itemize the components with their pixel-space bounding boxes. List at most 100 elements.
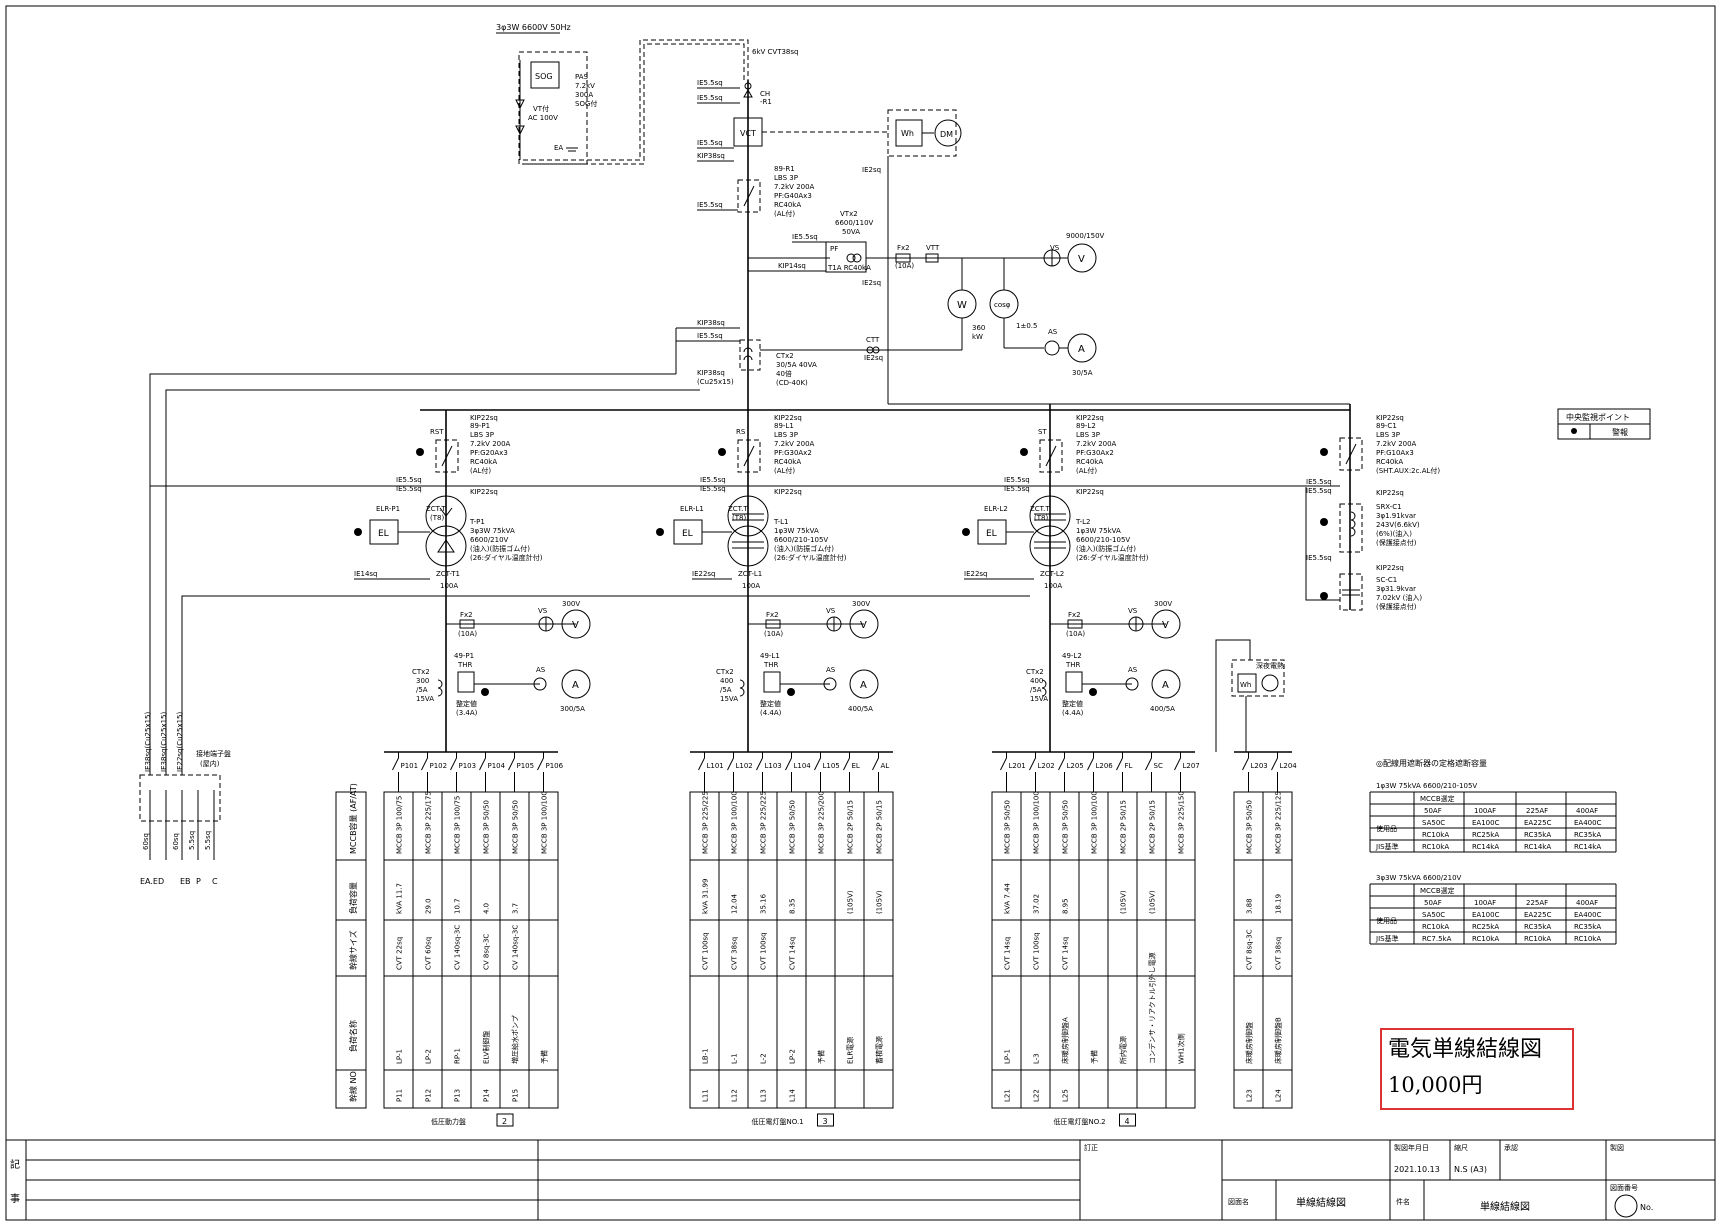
breaker-contact (1174, 757, 1181, 771)
source-title: 3φ3W 6600V 50Hz (496, 23, 571, 32)
cell-mccb: MCCB 3P 50/50 (512, 800, 520, 854)
bt-capacity: RC35kA (1524, 923, 1551, 931)
bt-af: 225AF (1526, 807, 1548, 815)
table-header-column: MCCB容量 (AF/AT) 負荷容量 幹線サイズ 負荷名称 幹線 NO. (335, 783, 367, 1109)
svg-text:P: P (196, 877, 201, 886)
cell-kva: (105V) (1120, 890, 1128, 914)
svg-text:V: V (572, 620, 579, 631)
cell-name: LP-1 (396, 1049, 404, 1064)
svg-text:400: 400 (720, 677, 733, 685)
breaker-contact (1116, 757, 1123, 771)
svg-text:100A: 100A (1044, 582, 1062, 590)
svg-text:(4.4A): (4.4A) (760, 709, 782, 717)
svg-text:VT付: VT付 (533, 104, 549, 113)
svg-text:IE2sq: IE2sq (862, 279, 881, 287)
bt-model: EA400C (1574, 819, 1602, 827)
cell-kva: kVA 31.99 (702, 879, 710, 914)
cell-size: CV 140sq-3C (454, 925, 462, 970)
svg-text:警報: 警報 (1612, 427, 1628, 437)
svg-text:KIP22sq: KIP22sq (774, 488, 802, 496)
wh-meter: Wh (901, 129, 914, 138)
svg-text:(T8): (T8) (732, 514, 746, 522)
bt-af: 50AF (1424, 899, 1442, 907)
svg-text:400/5A: 400/5A (848, 705, 873, 713)
cell-kva: 3.7 (512, 903, 520, 914)
svg-text:IE5.5sq: IE5.5sq (697, 139, 723, 147)
vt-unit (825, 241, 867, 273)
svg-text:(屋内): (屋内) (200, 759, 220, 768)
svg-text:243V(6.6kV): 243V(6.6kV) (1376, 521, 1420, 529)
svg-text:15VA: 15VA (1030, 695, 1048, 703)
svg-text:件名: 件名 (1396, 1197, 1410, 1206)
svg-text:T1A RC40kA: T1A RC40kA (827, 264, 871, 272)
cell-kva: 12.04 (731, 893, 739, 914)
svg-text:記: 記 (10, 1158, 20, 1171)
breaker-contact (421, 757, 428, 771)
svg-text:中央監視ポイント: 中央監視ポイント (1566, 412, 1630, 422)
svg-text:PF:G20Ax3: PF:G20Ax3 (470, 449, 508, 457)
svg-text:A: A (1078, 344, 1085, 355)
svg-text:7.2kV 200A: 7.2kV 200A (1376, 440, 1417, 448)
bank-3-thr (1065, 671, 1083, 693)
cell-mccb: MCCB 2P 50/15 (847, 800, 855, 854)
svg-text:LBS 3P: LBS 3P (1376, 431, 1400, 439)
branch-label: L205 (1067, 762, 1084, 770)
svg-text:IE38sq(Cu25x15): IE38sq(Cu25x15) (160, 712, 168, 772)
cell-name: L-3 (1033, 1053, 1041, 1064)
svg-text:KIP22sq: KIP22sq (1076, 414, 1104, 422)
bank-1-transformer-secondary (425, 525, 467, 567)
bt-af: 100AF (1474, 807, 1496, 815)
breaker-contact (537, 757, 544, 771)
svg-text:IE5.5sq: IE5.5sq (396, 485, 422, 493)
svg-text:300V: 300V (562, 600, 580, 608)
svg-text:訂正: 訂正 (1084, 1143, 1098, 1152)
svg-text:100A: 100A (742, 582, 760, 590)
svg-text:CTx2: CTx2 (412, 668, 430, 676)
svg-text:60sq: 60sq (142, 833, 150, 850)
svg-text:VS: VS (826, 607, 836, 615)
svg-text:1φ3W 75kVA: 1φ3W 75kVA (1076, 527, 1121, 535)
bt-jis: RC10kA (1472, 935, 1499, 943)
cell-no: P13 (454, 1089, 462, 1102)
cell-size: CVT 100sq (1033, 932, 1041, 970)
bt-af: 225AF (1526, 899, 1548, 907)
svg-text:LBS 3P: LBS 3P (774, 431, 798, 439)
panel-title: 低圧動力盤 (431, 1117, 466, 1126)
svg-text:(26:ダイヤル温度計付): (26:ダイヤル温度計付) (774, 553, 847, 562)
svg-text:89-P1: 89-P1 (470, 422, 490, 430)
cell-size: CVT 60sq (425, 937, 433, 970)
svg-text:300/5A: 300/5A (560, 705, 585, 713)
svg-text:AS: AS (536, 666, 546, 674)
svg-text:V: V (860, 620, 867, 631)
svg-text:Fx2: Fx2 (1068, 611, 1081, 619)
bt-jis: RC7.5kA (1422, 935, 1452, 943)
sog-label: SOG (535, 72, 553, 81)
svg-text:EL: EL (682, 529, 693, 539)
svg-text:360: 360 (972, 324, 985, 332)
svg-text:V: V (1162, 620, 1169, 631)
svg-text:PF:G30Ax2: PF:G30Ax2 (1076, 449, 1114, 457)
svg-text:LBS 3P: LBS 3P (470, 431, 494, 439)
cell-size: CVT 14sq (1062, 937, 1070, 970)
svg-text:(保護接点付): (保護接点付) (1376, 538, 1417, 547)
breaker-contact (785, 757, 792, 771)
breaker-contact (1242, 757, 1249, 771)
cell-kva: (105V) (1149, 890, 1157, 914)
main-ct (739, 339, 761, 371)
cell-mccb: MCCB 3P 100/75 (454, 796, 462, 854)
cell-size: CVT 100sq (702, 932, 710, 970)
svg-text:縮尺: 縮尺 (1454, 1143, 1468, 1152)
breaker-contact (698, 757, 705, 771)
main-lbs-labels: 89-R1 LBS 3P 7.2kV 200A PF:G40Ax3 RC40kA… (774, 165, 815, 218)
branch-label: L206 (1096, 762, 1114, 770)
capacitor (1339, 573, 1363, 611)
svg-text:MCCB容量 (AF/AT): MCCB容量 (AF/AT) (348, 783, 358, 854)
bt-model: EA225C (1524, 819, 1552, 827)
svg-text:SRX-C1: SRX-C1 (1376, 503, 1402, 511)
bt-model: EA100C (1472, 819, 1500, 827)
cell-size: CVT 14sq (1004, 937, 1012, 970)
svg-text:(10A): (10A) (764, 630, 783, 638)
cell-kva: 10.7 (454, 898, 462, 914)
cell-size: CVT 14sq (789, 937, 797, 970)
